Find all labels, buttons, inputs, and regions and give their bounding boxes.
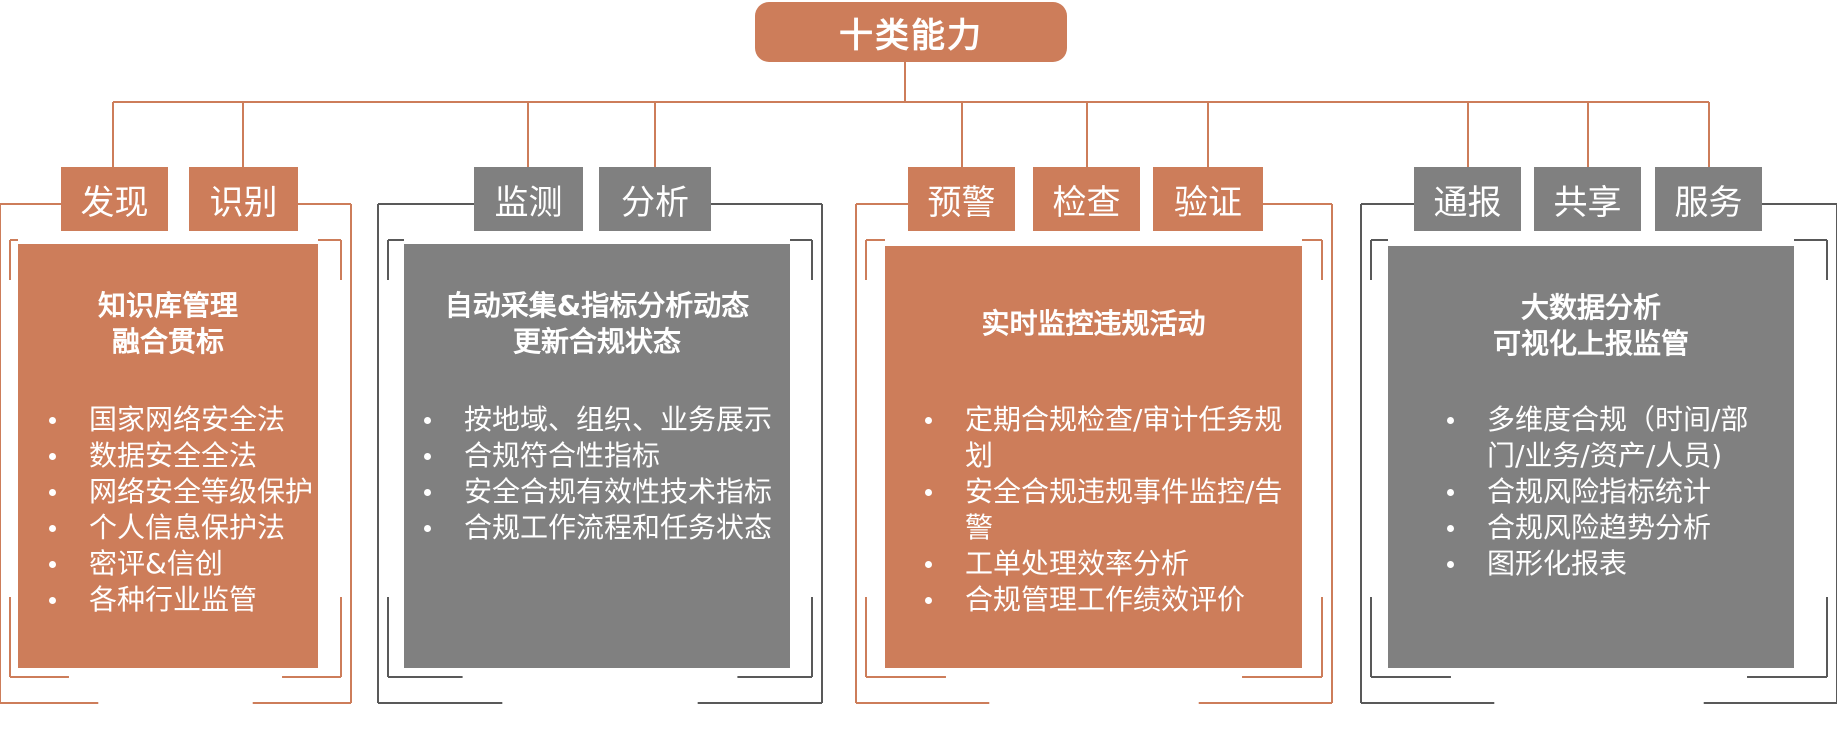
- panel-title-line: 自动采集&指标分析动态: [444, 289, 750, 322]
- panel-title-line: 实时监控违规活动: [981, 307, 1206, 340]
- list-item: 合规风险趋势分析: [1447, 510, 1777, 546]
- list-item: 安全合规违规事件监控/告警: [925, 474, 1283, 546]
- panel-title: 自动采集&指标分析动态 更新合规状态: [404, 288, 790, 360]
- list-item: 个人信息保护法: [49, 510, 319, 546]
- bullet-icon: [925, 417, 932, 424]
- tag-label: 发现: [80, 182, 149, 223]
- root-label: 十类能力: [839, 15, 983, 56]
- list-item: 合规风险指标统计: [1447, 474, 1777, 510]
- list-item: 合规工作流程和任务状态: [424, 510, 784, 546]
- tag-label: 分析: [621, 182, 689, 223]
- list-item: 定期合规检查/审计任务规划: [925, 402, 1283, 474]
- bullet-icon: [1447, 561, 1454, 568]
- bullet-list: 国家网络安全法 数据安全全法 网络安全等级保护 个人信息保护法 密评&信创 各种…: [49, 402, 319, 618]
- tag-node: 检查: [1033, 167, 1140, 231]
- bullet-icon: [49, 417, 56, 424]
- bullet-list: 按地域、组织、业务展示 合规符合性指标 安全合规有效性技术指标 合规工作流程和任…: [424, 402, 784, 546]
- panel-big-data: 大数据分析 可视化上报监管 多维度合规（时间/部门/业务/资产/人员) 合规风险…: [1388, 246, 1794, 668]
- bullet-icon: [424, 525, 431, 532]
- panel-realtime-monitoring: 实时监控违规活动 定期合规检查/审计任务规划 安全合规违规事件监控/告警 工单处…: [885, 246, 1302, 668]
- list-item: 多维度合规（时间/部门/业务/资产/人员): [1447, 402, 1777, 474]
- panel-title-line: 更新合规状态: [512, 325, 681, 358]
- tag-node: 通报: [1414, 167, 1521, 231]
- list-item: 按地域、组织、业务展示: [424, 402, 784, 438]
- panel-title: 实时监控违规活动: [885, 306, 1302, 342]
- bullet-icon: [925, 561, 932, 568]
- bullet-icon: [1447, 489, 1454, 496]
- list-item: 网络安全等级保护: [49, 474, 319, 510]
- bullet-icon: [925, 489, 932, 496]
- bullet-list: 多维度合规（时间/部门/业务/资产/人员) 合规风险指标统计 合规风险趋势分析 …: [1447, 402, 1777, 582]
- panel-title-line: 大数据分析: [1520, 291, 1661, 324]
- tag-label: 检查: [1052, 182, 1121, 223]
- panel-knowledge-base: 知识库管理 融合贯标 国家网络安全法 数据安全全法 网络安全等级保护 个人信息保…: [18, 244, 318, 668]
- panel-title-line: 可视化上报监管: [1492, 327, 1689, 360]
- bullet-icon: [1447, 417, 1454, 424]
- root-node: 十类能力: [755, 2, 1067, 62]
- bullet-icon: [424, 453, 431, 460]
- list-item: 工单处理效率分析: [925, 546, 1283, 582]
- tag-node: 监测: [474, 167, 583, 231]
- panel-title: 大数据分析 可视化上报监管: [1388, 290, 1794, 362]
- panel-auto-collection: 自动采集&指标分析动态 更新合规状态 按地域、组织、业务展示 合规符合性指标 安…: [404, 244, 790, 668]
- tag-label: 预警: [927, 182, 996, 223]
- tag-node: 分析: [599, 167, 711, 231]
- bullet-icon: [49, 489, 56, 496]
- bullet-icon: [424, 417, 431, 424]
- panel-title-line: 融合贯标: [111, 325, 224, 358]
- bullet-icon: [49, 525, 56, 532]
- list-item: 安全合规有效性技术指标: [424, 474, 784, 510]
- tag-node: 识别: [189, 167, 298, 231]
- tag-label: 识别: [209, 182, 278, 223]
- tag-label: 监测: [494, 182, 563, 223]
- list-item: 国家网络安全法: [49, 402, 319, 438]
- bullet-icon: [49, 453, 56, 460]
- list-item: 图形化报表: [1447, 546, 1777, 582]
- tag-node: 共享: [1534, 167, 1641, 231]
- tag-node: 验证: [1153, 167, 1263, 231]
- bullet-icon: [49, 597, 56, 604]
- tag-label: 通报: [1433, 182, 1502, 223]
- tag-label: 共享: [1553, 182, 1622, 223]
- list-item: 合规管理工作绩效评价: [925, 582, 1283, 618]
- bullet-icon: [49, 561, 56, 568]
- tag-label: 验证: [1174, 182, 1242, 223]
- tag-node: 预警: [908, 167, 1015, 231]
- list-item: 合规符合性指标: [424, 438, 784, 474]
- panel-title: 知识库管理 融合贯标: [18, 288, 318, 360]
- panel-title-line: 知识库管理: [97, 289, 238, 322]
- bullet-icon: [1447, 525, 1454, 532]
- tag-label: 服务: [1674, 182, 1743, 223]
- tag-node: 服务: [1655, 167, 1762, 231]
- list-item: 数据安全全法: [49, 438, 319, 474]
- bullet-icon: [424, 489, 431, 496]
- list-item: 各种行业监管: [49, 582, 319, 618]
- bullet-icon: [925, 597, 932, 604]
- list-item: 密评&信创: [49, 546, 319, 582]
- bullet-list: 定期合规检查/审计任务规划 安全合规违规事件监控/告警 工单处理效率分析 合规管…: [925, 402, 1283, 618]
- tag-node: 发现: [61, 167, 168, 231]
